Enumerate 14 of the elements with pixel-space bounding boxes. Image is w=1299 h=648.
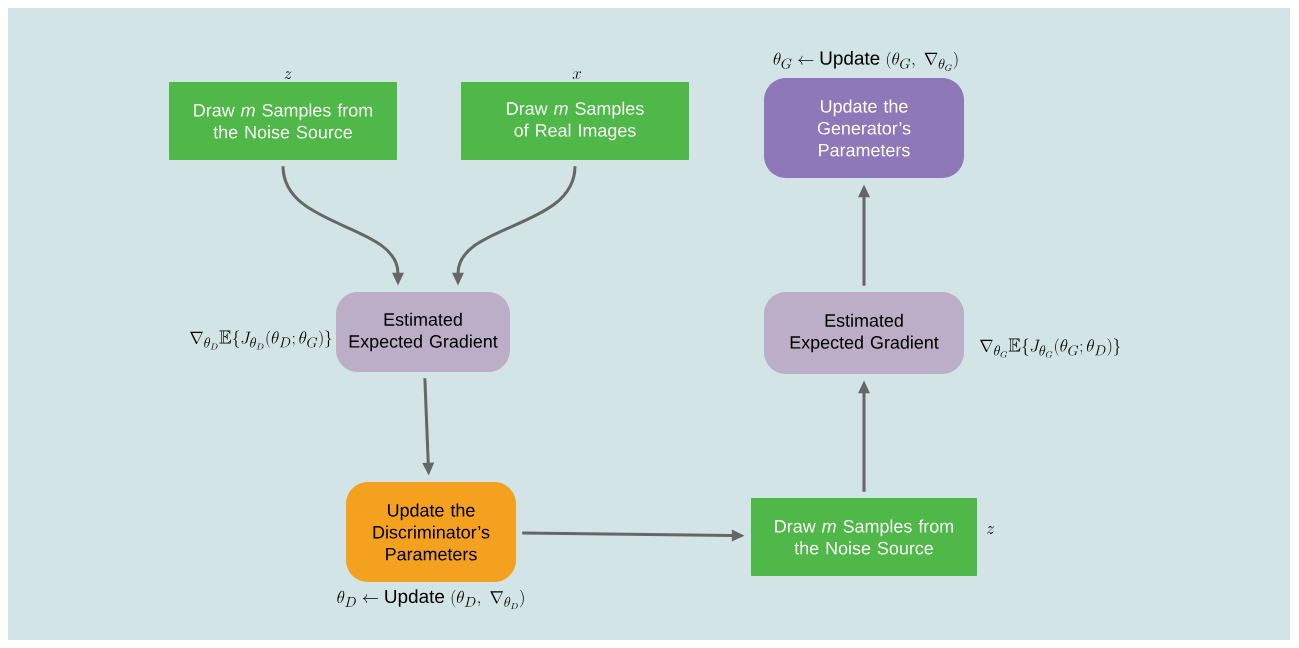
formula-label: $z$ <box>284 71 292 79</box>
rounded-box: Estimated Expected Gradient <box>336 292 510 372</box>
formula-label: $z$ <box>986 526 995 534</box>
process-box: Draw m Samples from the Noise Source <box>169 82 397 160</box>
process-box: Draw m Samples of Real Images <box>461 82 689 160</box>
rounded-box: Update the Discriminator’s Parameters <box>346 482 516 582</box>
formula-label: $\nabla_{\theta_D}\mathbb{E}\{J_{\theta_D}(\theta_D;\theta_G)\}$ <box>190 330 332 350</box>
process-box: Draw m Samples from the Noise Source <box>751 498 977 576</box>
formula-label: $\theta_G \leftarrow \mathrm{Update}\ (\theta_G,\ \nabla_{\theta_G})$ <box>773 50 958 71</box>
formula-label: $x$ <box>572 71 582 79</box>
formula-label: $\theta_D \leftarrow \mathrm{Update}\ (\theta_D,\ \nabla_{\theta_D})$ <box>337 589 524 610</box>
rounded-box: Estimated Expected Gradient <box>764 292 964 374</box>
rounded-box: Update the Generator’s Parameters <box>764 78 964 178</box>
formula-label: $\nabla_{\theta_G}\mathbb{E}\{J_{\theta_G}(\theta_G;\theta_D)\}$ <box>980 338 1121 358</box>
